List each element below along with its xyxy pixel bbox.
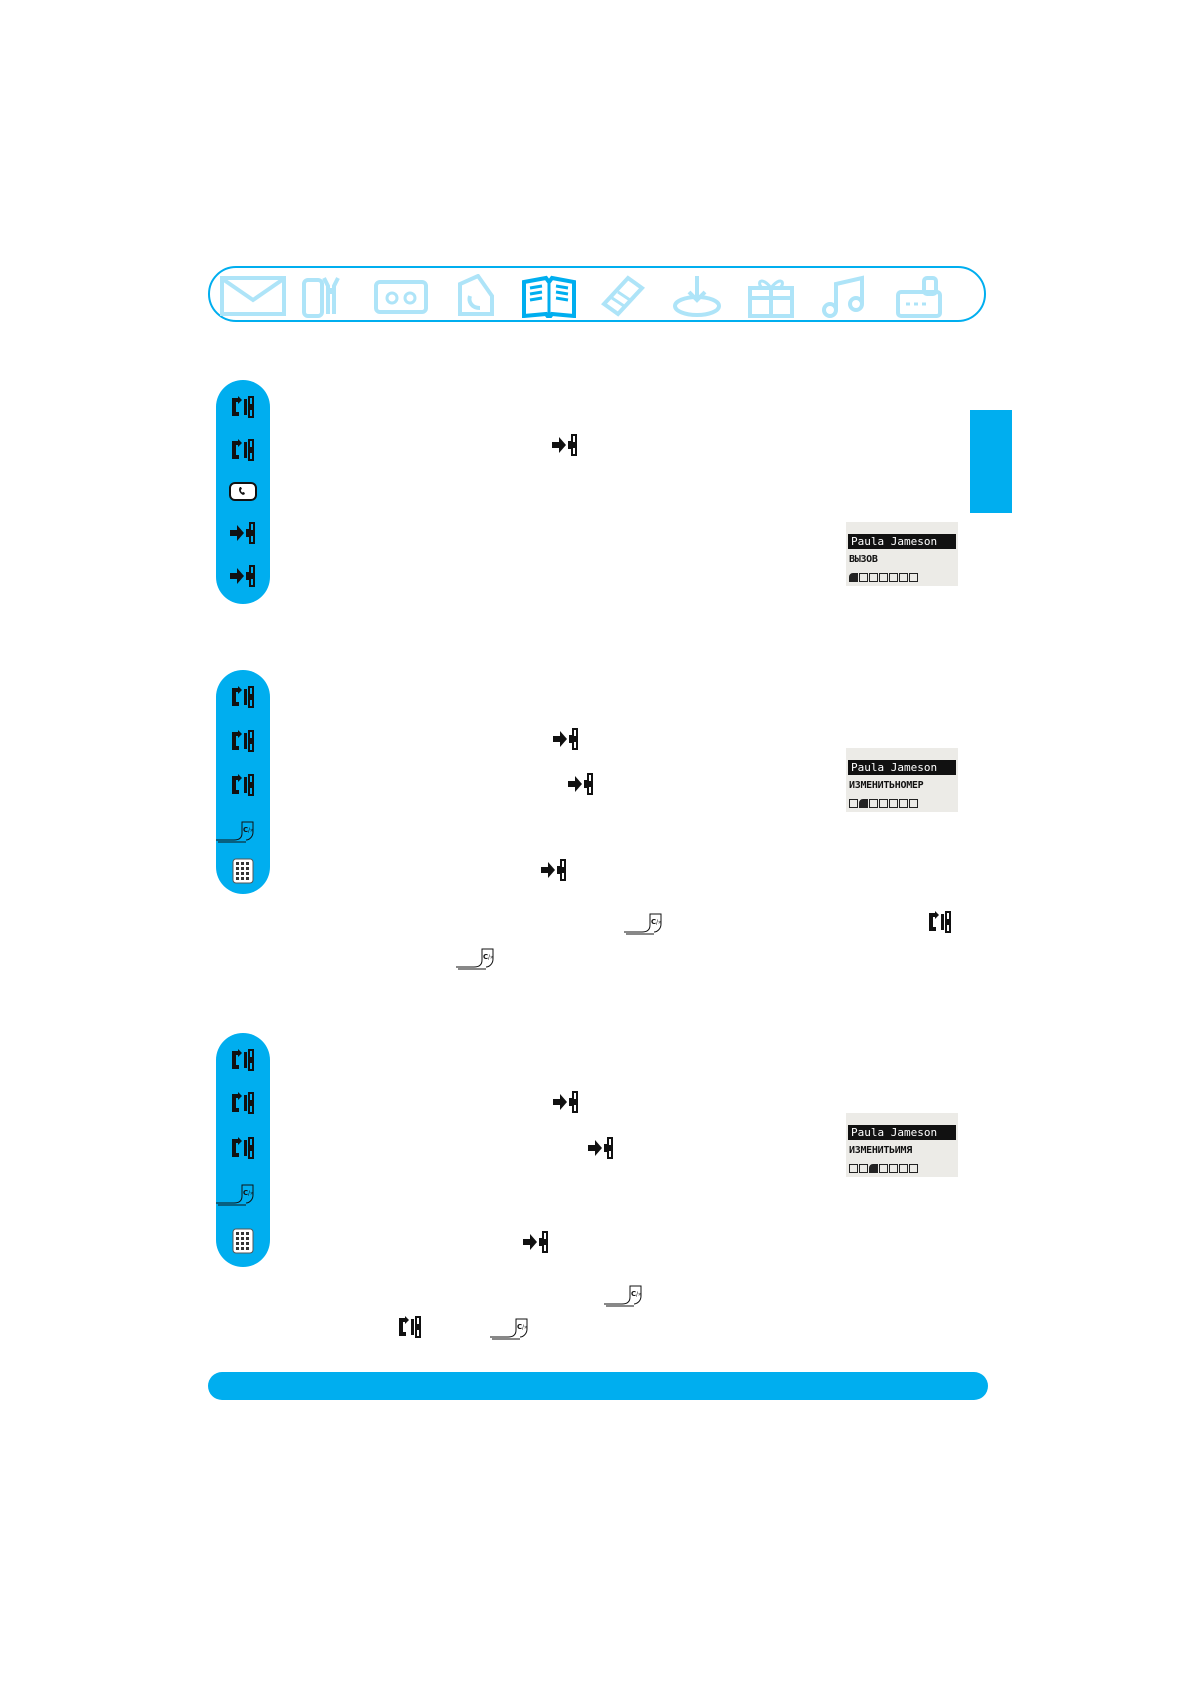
position-dot <box>869 573 878 582</box>
clear-key-icon <box>489 1314 530 1340</box>
position-dot <box>909 1164 918 1173</box>
lcd-screen-edit-name: Paula Jameson ИЗМЕНИТЬИМЯ <box>846 1113 958 1177</box>
position-dot <box>859 1164 868 1173</box>
position-dot <box>909 573 918 582</box>
position-dot <box>879 799 888 808</box>
clear-key-icon <box>215 1180 256 1206</box>
position-dot <box>869 799 878 808</box>
section-tab <box>970 410 1012 513</box>
step-pill-section-3 <box>215 1033 270 1267</box>
ok-key-icon <box>585 1136 617 1162</box>
position-dot <box>879 1164 888 1173</box>
position-dot-active <box>859 799 868 808</box>
call-log-icon[interactable] <box>442 273 508 318</box>
keypad-icon <box>227 1228 259 1254</box>
answering-machine-icon[interactable] <box>368 274 434 318</box>
position-dot <box>899 1164 908 1173</box>
gift-icon[interactable] <box>738 274 804 318</box>
navigate-key-icon <box>227 685 259 711</box>
position-dot <box>889 573 898 582</box>
settings-icon[interactable] <box>294 274 360 318</box>
contact-name: Paula Jameson <box>848 534 956 549</box>
menu-position-indicator <box>849 573 918 582</box>
position-dot <box>889 1164 898 1173</box>
menu-option: ИЗМЕНИТЬНОМЕР <box>849 780 924 791</box>
keypad-icon <box>227 858 259 884</box>
position-dot <box>909 799 918 808</box>
ok-key-icon <box>227 521 259 547</box>
download-icon[interactable] <box>664 274 730 318</box>
step-pill-section-1 <box>216 380 270 604</box>
ok-key-icon <box>550 1090 582 1116</box>
handset-icon[interactable] <box>590 274 656 318</box>
position-dot-active <box>869 1164 878 1173</box>
ok-key-icon <box>550 727 582 753</box>
talk-key-icon <box>227 479 259 505</box>
ok-key-icon <box>520 1230 552 1256</box>
navigate-key-icon <box>227 1048 259 1074</box>
clear-key-icon <box>603 1281 644 1307</box>
contact-name: Paula Jameson <box>848 1125 956 1140</box>
position-dot-active <box>849 573 858 582</box>
clear-key-icon <box>623 909 664 935</box>
navigate-key-icon <box>227 1136 259 1162</box>
navigate-key-icon <box>924 910 956 936</box>
navigate-key-icon <box>227 1091 259 1117</box>
navigate-key-icon <box>227 395 259 421</box>
menu-option: ИЗМЕНИТЬИМЯ <box>849 1145 912 1156</box>
position-dot <box>849 1164 858 1173</box>
lcd-screen-call: Paula Jameson ВЫЗОВ <box>846 522 958 586</box>
messages-icon[interactable] <box>220 274 286 318</box>
navigate-key-icon <box>227 773 259 799</box>
position-dot <box>849 799 858 808</box>
bottom-bar <box>208 1372 988 1400</box>
navigate-key-icon <box>227 438 259 464</box>
menu-position-indicator <box>849 799 918 808</box>
position-dot <box>889 799 898 808</box>
music-icon[interactable] <box>812 274 878 318</box>
lcd-screen-edit-number: Paula Jameson ИЗМЕНИТЬНОМЕР <box>846 748 958 812</box>
navigate-key-icon <box>394 1315 426 1341</box>
menu-position-indicator <box>849 1164 918 1173</box>
clear-key-icon <box>455 944 496 970</box>
navigate-key-icon <box>227 729 259 755</box>
contact-name: Paula Jameson <box>848 760 956 775</box>
base-station-icon[interactable] <box>886 274 952 318</box>
ok-key-icon <box>227 564 259 590</box>
position-dot <box>899 573 908 582</box>
step-pill-section-2 <box>215 670 270 894</box>
menu-option: ВЫЗОВ <box>849 554 878 565</box>
ok-key-icon <box>538 858 570 884</box>
ok-key-icon <box>549 433 581 459</box>
menu-bar <box>208 266 986 322</box>
phonebook-icon[interactable] <box>516 274 582 322</box>
position-dot <box>879 573 888 582</box>
position-dot <box>899 799 908 808</box>
ok-key-icon <box>565 772 597 798</box>
clear-key-icon <box>215 817 256 843</box>
position-dot <box>859 573 868 582</box>
